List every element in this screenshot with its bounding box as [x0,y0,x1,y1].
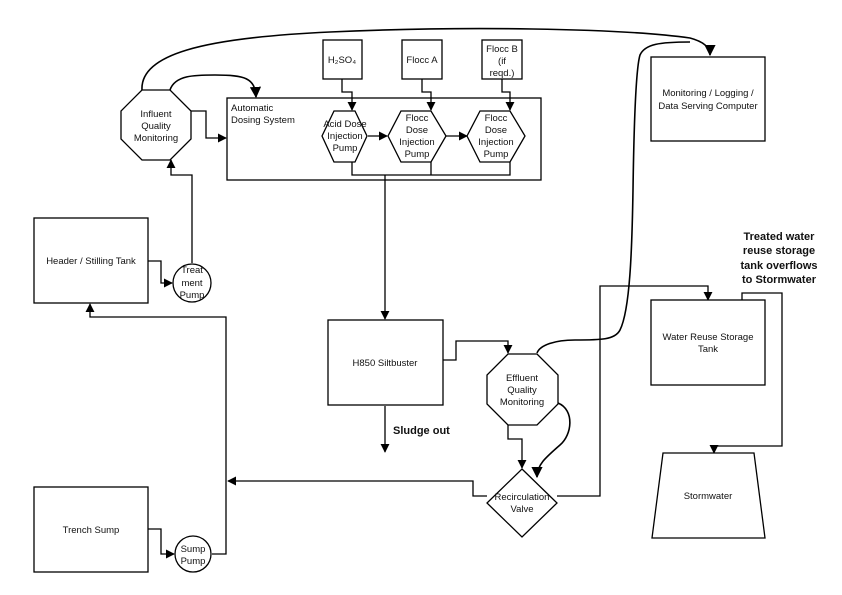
node-label: Flocc B [486,44,518,55]
connector-effluent-to-computer [536,41,691,354]
connectors [85,27,783,559]
node-flocc-dose-injection-pump-1: Flocc Dose Injection Pump [387,110,447,163]
node-acid-dose-injection-pump: Acid Dose Injection Pump [321,110,368,163]
connector-floccb-to-pump [501,79,515,111]
node-label: Data Serving Computer [658,101,757,112]
node-monitoring-computer: Monitoring / Logging / Data Serving Comp… [650,56,766,142]
sludge-out-label: Sludge out [393,425,450,437]
node-effluent-quality-monitoring: Effluent Quality Monitoring [486,353,559,426]
node-treatment-pump: Treat ment Pump [172,263,212,303]
node-label: Acid Dose [323,119,366,130]
node-label: Dosing System [231,115,295,126]
node-sump-pump: Sump Pump [174,535,212,573]
node-label: Flocc [406,113,429,124]
connector-valve-to-return [227,476,487,497]
node-label: Pump [181,556,206,567]
node-label: Header / Stilling Tank [46,256,136,267]
connector-effluent-to-valve [507,425,527,469]
connector-return-to-header [85,303,227,549]
node-label: H850 Siltbuster [353,358,418,369]
node-label: (if [498,56,506,67]
connector-influent-to-computer [141,27,716,91]
node-label: H₂SO₄ [328,55,356,66]
node-flocc-b: Flocc B (if reqd.) [481,39,523,80]
node-label: Trench Sump [63,525,120,536]
node-trench-sump: Trench Sump [33,486,149,573]
node-label: Injection [327,131,362,142]
node-label: Automatic [231,103,273,114]
node-label: Stormwater [684,491,733,502]
node-automatic-dosing-system: Automatic Dosing System [226,97,542,181]
node-label: Flocc A [406,55,438,66]
node-label: Effluent [506,373,538,384]
connector-header-to-treatment-pump [148,260,173,288]
node-label: ment [181,278,202,289]
overflow-note-line: reuse storage [743,245,815,257]
node-label: Pump [333,143,358,154]
node-label: Water Reuse Storage [663,332,754,343]
node-label: Treat [181,265,203,276]
connector-siltbuster-to-effluent [443,340,513,361]
node-header-stilling-tank: Header / Stilling Tank [33,217,149,304]
node-label: Monitoring / Logging / [662,88,754,99]
node-h850-siltbuster: H850 Siltbuster [327,319,444,406]
node-recirculation-valve: Recirculation Valve [486,468,558,538]
node-stormwater: Stormwater [651,452,766,539]
node-label: Quality [507,385,537,396]
overflow-note-line: tank overflows [740,260,817,272]
node-label: Injection [399,137,434,148]
node-label: Valve [510,504,533,515]
node-label: Sump [181,544,206,555]
node-label: Recirculation [495,492,550,503]
connector-treatment-pump-to-influent [166,159,193,263]
node-flocc-a: Flocc A [401,39,443,80]
connector-effluent-curve-to-valve [531,402,571,479]
overflow-note-line: Treated water [744,231,816,243]
connector-valve-to-reuse-tank [557,285,713,497]
connector-pump-collector [351,162,511,176]
node-influent-quality-monitoring: Influent Quality Monitoring [120,89,192,161]
node-label: Pump [180,290,205,301]
connector-sump-to-pump [148,528,175,559]
node-water-reuse-storage-tank: Water Reuse Storage Tank [650,299,766,386]
connector-flocca-to-pump [421,79,436,111]
node-label: Pump [484,149,509,160]
node-label: reqd.) [490,68,515,79]
connector-influent-to-dosing [191,110,227,143]
node-label: Tank [698,344,718,355]
node-label: Quality [141,121,171,132]
node-label: Pump [405,149,430,160]
node-label: Injection [478,137,513,148]
connector-h2so4-to-acid-pump [341,79,357,111]
node-h2so4: H₂SO₄ [322,39,363,80]
connector-influent-curve-to-dosing [169,74,262,99]
node-label: Monitoring [134,133,178,144]
node-label: Dose [485,125,507,136]
overflow-note: Treated water reuse storage tank overflo… [740,231,817,286]
connector-sump-pump-out [212,549,227,555]
node-label: Dose [406,125,428,136]
connector-overflow-to-stormwater [709,292,783,454]
node-flocc-dose-injection-pump-2: Flocc Dose Injection Pump [466,110,526,163]
node-label: Influent [140,109,172,120]
node-label: Flocc [485,113,508,124]
node-label: Monitoring [500,397,544,408]
overflow-note-line: to Stormwater [742,274,817,286]
